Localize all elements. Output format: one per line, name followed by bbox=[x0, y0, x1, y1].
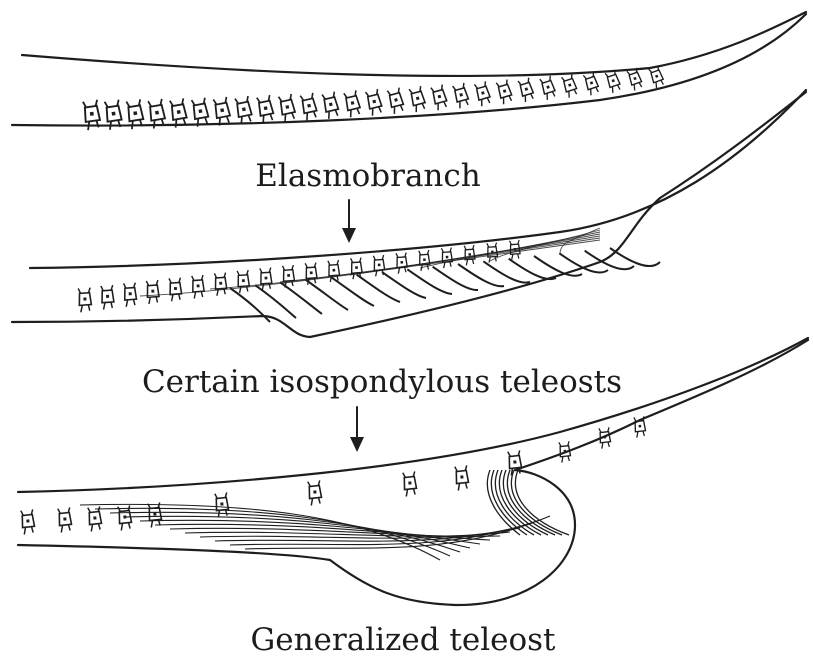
fin-ray bbox=[357, 275, 400, 302]
vertebra bbox=[260, 268, 272, 291]
fin-ray bbox=[407, 269, 452, 294]
vertebra bbox=[101, 285, 115, 310]
fin-ray bbox=[509, 259, 556, 279]
generalized-upper-outline bbox=[18, 338, 808, 492]
fin-ray bbox=[585, 251, 634, 270]
vertebra bbox=[540, 76, 557, 100]
fin-ray bbox=[382, 272, 426, 298]
vertebra bbox=[58, 507, 72, 532]
vertebra bbox=[300, 93, 318, 121]
vertebra bbox=[559, 441, 571, 462]
vertebra bbox=[170, 98, 188, 127]
fin-ray bbox=[458, 264, 504, 286]
vertebra bbox=[213, 97, 231, 126]
vertebra bbox=[78, 288, 92, 313]
vertebra bbox=[431, 85, 449, 111]
vertebra bbox=[21, 509, 35, 534]
generalized-label: Generalized teleost bbox=[250, 622, 556, 658]
vertebra bbox=[441, 248, 452, 269]
vertebra bbox=[373, 255, 385, 276]
vertebra bbox=[583, 72, 600, 96]
vertebra bbox=[627, 68, 644, 91]
vertebra bbox=[496, 80, 513, 105]
vertebra bbox=[322, 92, 340, 119]
vertebra bbox=[118, 505, 132, 530]
vertebra bbox=[453, 83, 471, 109]
elasmobranch-lower-outline bbox=[12, 14, 806, 126]
vertebra bbox=[235, 96, 253, 125]
vertebra bbox=[308, 480, 322, 505]
vertebra bbox=[599, 427, 611, 448]
vertebra bbox=[474, 81, 491, 106]
isospondylous-fin-rays bbox=[140, 228, 660, 322]
vertebra bbox=[455, 465, 469, 490]
isospondylous-tail bbox=[12, 90, 806, 337]
vertebra bbox=[146, 280, 159, 304]
vertebra bbox=[192, 98, 210, 127]
elasmobranch-label: Elasmobranch bbox=[255, 158, 480, 194]
vertebra bbox=[124, 283, 137, 307]
vertebra bbox=[279, 94, 297, 122]
vertebra bbox=[396, 253, 408, 274]
vertebra bbox=[562, 74, 579, 98]
arrow-isospondylous-to-generalized bbox=[350, 407, 364, 452]
vertebra bbox=[605, 70, 622, 93]
vertebra bbox=[387, 88, 405, 115]
vertebra bbox=[649, 66, 666, 89]
vertebra bbox=[403, 471, 417, 496]
fin-ray bbox=[534, 256, 582, 276]
vertebra bbox=[88, 506, 102, 531]
vertebra bbox=[366, 89, 384, 116]
vertebra bbox=[344, 90, 362, 117]
vertebra bbox=[351, 258, 363, 280]
vertebra bbox=[148, 502, 162, 527]
fin-ray bbox=[483, 261, 530, 282]
arrow-elasmobranch-to-isospondylous bbox=[342, 200, 356, 243]
vertebra bbox=[257, 95, 275, 123]
isospondylous-label: Certain isospondylous teleosts bbox=[142, 364, 622, 400]
elasmobranch-upper-outline bbox=[22, 12, 806, 76]
vertebra bbox=[169, 278, 182, 302]
vertebra bbox=[409, 86, 427, 112]
fin-ray bbox=[110, 512, 460, 552]
vertebra bbox=[518, 78, 535, 103]
generalized-fin-rays bbox=[80, 470, 569, 560]
vertebra bbox=[214, 273, 227, 296]
isospondylous-vertebral-column bbox=[78, 240, 520, 312]
fin-ray bbox=[433, 267, 478, 290]
vertebra bbox=[192, 275, 205, 298]
vertebra bbox=[237, 270, 250, 293]
elasmobranch-tail bbox=[12, 12, 806, 130]
